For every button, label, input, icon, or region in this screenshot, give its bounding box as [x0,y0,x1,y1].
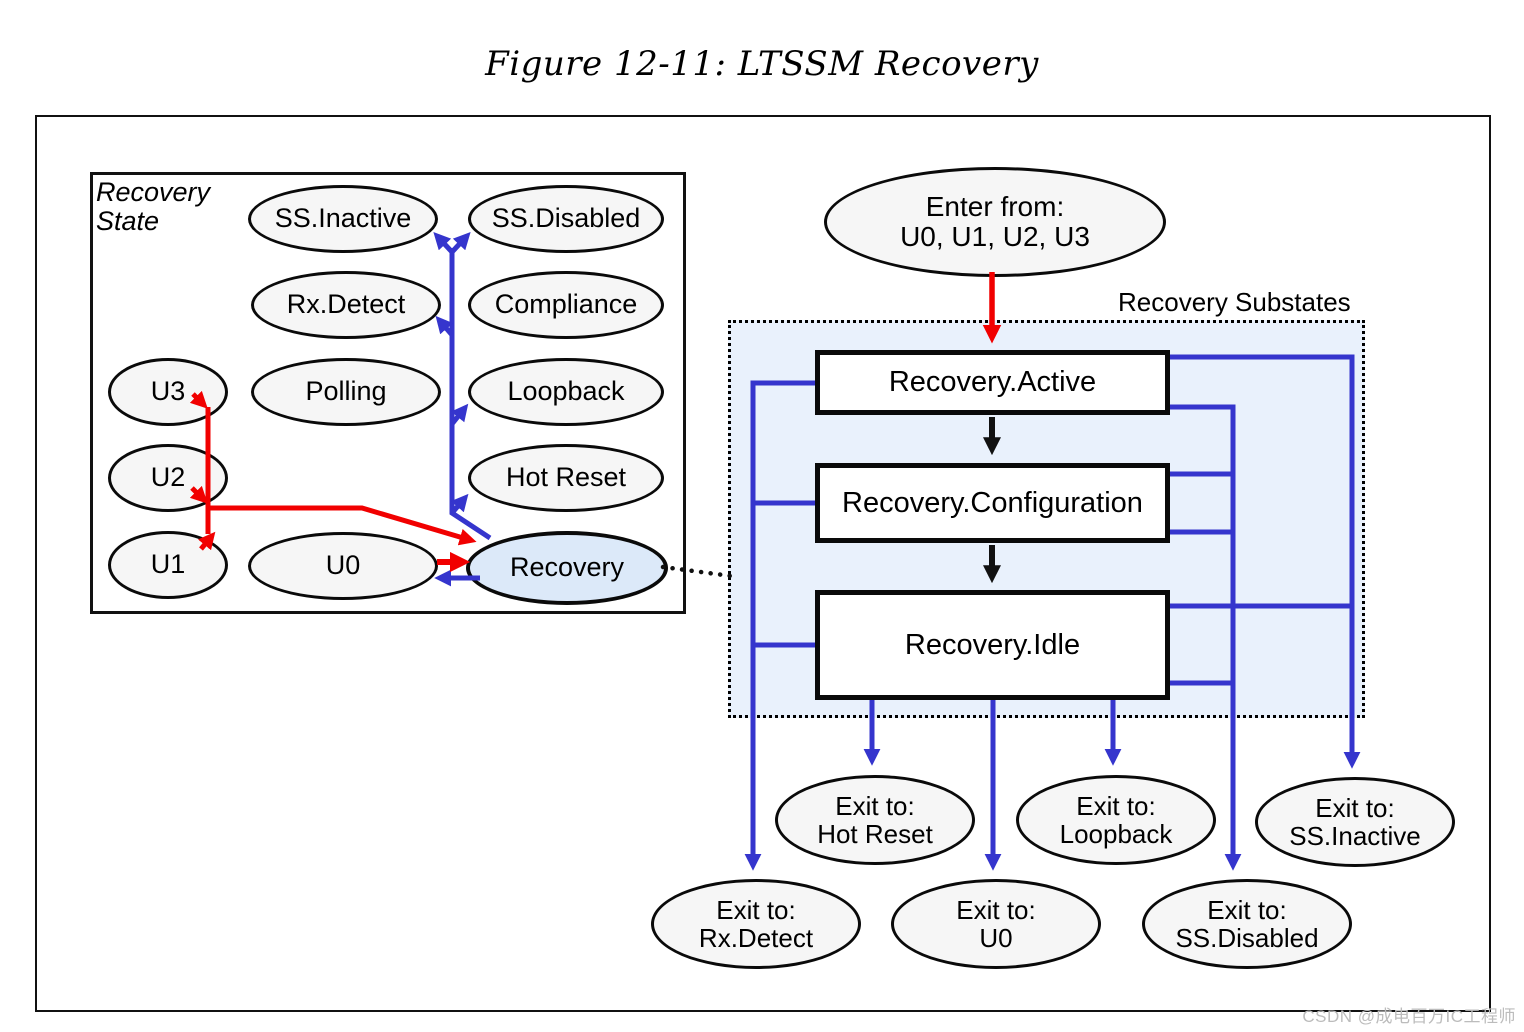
state-label: Compliance [494,289,638,320]
substate-label: Recovery.Configuration [842,486,1143,519]
state-label: Polling [305,376,387,407]
panel-label-line1: Recovery [96,177,211,207]
exit-line2: Rx.Detect [698,923,814,953]
exit-u0: Exit to:U0 [891,879,1101,969]
state-label: U2 [150,462,186,493]
state-compliance: Compliance [468,271,664,339]
exit-hot-reset: Exit to:Hot Reset [775,775,975,865]
state-loopback: Loopback [468,358,664,426]
substate-label: Recovery.Active [888,366,1097,398]
exit-line2: Hot Reset [817,819,933,849]
state-label: U1 [150,549,186,580]
state-ss-disabled: SS.Disabled [468,185,664,253]
recovery-state-panel-label: Recovery State [96,178,210,235]
exit-line2: SS.Inactive [1289,821,1421,851]
entry-line2: U0, U1, U2, U3 [900,221,1090,252]
state-u0: U0 [248,532,438,600]
exit-line1: Exit to: [835,790,915,821]
exit-loopback: Exit to:Loopback [1016,775,1216,865]
exit-line1: Exit to: [956,894,1036,925]
state-label: Loopback [507,376,625,407]
substate-recovery-active: Recovery.Active [815,350,1170,415]
state-label: Hot Reset [505,462,627,493]
watermark: CSDN @成电百万IC工程师 [1302,1007,1516,1026]
state-label: U0 [325,550,361,581]
substate-recovery-configuration: Recovery.Configuration [815,463,1170,543]
state-label: SS.Disabled [491,203,641,234]
substate-recovery-idle: Recovery.Idle [815,590,1170,700]
exit-rx-detect: Exit to:Rx.Detect [651,879,861,969]
exit-line2: Loopback [1059,819,1173,849]
state-u2: U2 [108,444,228,512]
state-ss-inactive: SS.Inactive [248,185,438,253]
state-label: U3 [150,376,186,407]
state-label: Rx.Detect [286,289,406,320]
entry-ellipse: Enter from: U0, U1, U2, U3 [824,167,1166,277]
figure-border [35,115,1491,1012]
state-hot-reset: Hot Reset [468,444,664,512]
panel-label-line2: State [96,205,160,236]
exit-ss-disabled: Exit to:SS.Disabled [1142,879,1352,969]
state-polling: Polling [251,358,441,426]
state-u3: U3 [108,358,228,426]
state-label: Recovery [509,552,625,583]
exit-line1: Exit to: [716,894,796,925]
state-label: SS.Inactive [274,203,412,234]
exit-line1: Exit to: [1315,792,1395,823]
entry-line1: Enter from: [925,190,1065,222]
state-u1: U1 [108,531,228,599]
exit-line1: Exit to: [1076,790,1156,821]
exit-line2: U0 [979,923,1013,953]
exit-line1: Exit to: [1207,894,1287,925]
exit-line2: SS.Disabled [1175,923,1319,953]
state-recovery-highlighted: Recovery [466,531,668,605]
state-rx-detect: Rx.Detect [251,271,441,339]
substates-box-label: Recovery Substates [1118,287,1351,317]
figure-title: Figure 12-11: LTSSM Recovery [485,44,1039,84]
substate-label: Recovery.Idle [904,628,1081,661]
exit-ss-inactive: Exit to:SS.Inactive [1255,777,1455,867]
